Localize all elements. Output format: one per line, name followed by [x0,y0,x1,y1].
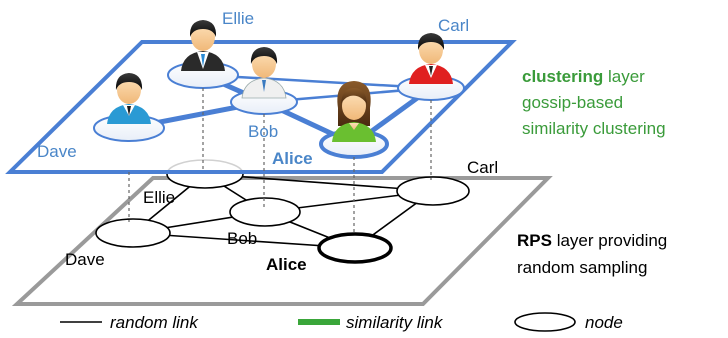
legend: random link similarity link node [60,312,623,332]
clustering-desc-line1: clustering layer [522,67,645,86]
clustering-layer: Ellie Carl Dave Bob Alice [5,9,517,234]
clustering-desc-bold: clustering [522,67,603,86]
legend-random-link-label: random link [110,313,199,332]
rps-desc-line1: RPS layer providing [517,231,667,250]
legend-node-swatch [514,312,576,332]
rps-label-ellie: Ellie [143,188,175,207]
rps-node-dave [95,218,171,248]
rps-label-carl: Carl [467,158,498,177]
similarity-link [202,73,432,90]
legend-node-label: node [585,313,623,332]
cluster-label-ellie: Ellie [222,9,254,28]
rps-node-carl [396,176,470,206]
rps-label-bob: Bob [227,229,257,248]
rps-desc-rest: layer providing [552,231,667,250]
clustering-desc-rest: layer [603,67,645,86]
clustering-description: clustering layer gossip-based similarity… [522,67,666,138]
person-man-icon [181,20,225,71]
cluster-label-dave: Dave [37,142,77,161]
person-woman-icon [332,81,376,142]
rps-node-bob [229,197,301,227]
rps-label-alice: Alice [266,255,307,274]
cluster-label-alice: Alice [272,149,313,168]
rps-label-dave: Dave [65,250,105,269]
cluster-label-bob: Bob [248,122,278,141]
rps-description: RPS layer providing random sampling [517,231,667,277]
rps-desc-bold: RPS [517,231,552,250]
person-man-icon [409,33,453,84]
cluster-label-carl: Carl [438,16,469,35]
layer-connectors [128,88,432,234]
rps-node-alice [317,232,393,264]
rps-desc-line2: random sampling [517,258,647,277]
person-man-icon [241,47,287,99]
rps-layer: Carl Ellie Bob Dave Alice [11,158,553,306]
clustering-desc-line3: similarity clustering [522,119,666,138]
clustering-desc-line2: gossip-based [522,93,623,112]
rps-layer-plane [11,176,553,306]
person-man-icon [107,73,151,124]
legend-similarity-link-label: similarity link [346,313,444,332]
